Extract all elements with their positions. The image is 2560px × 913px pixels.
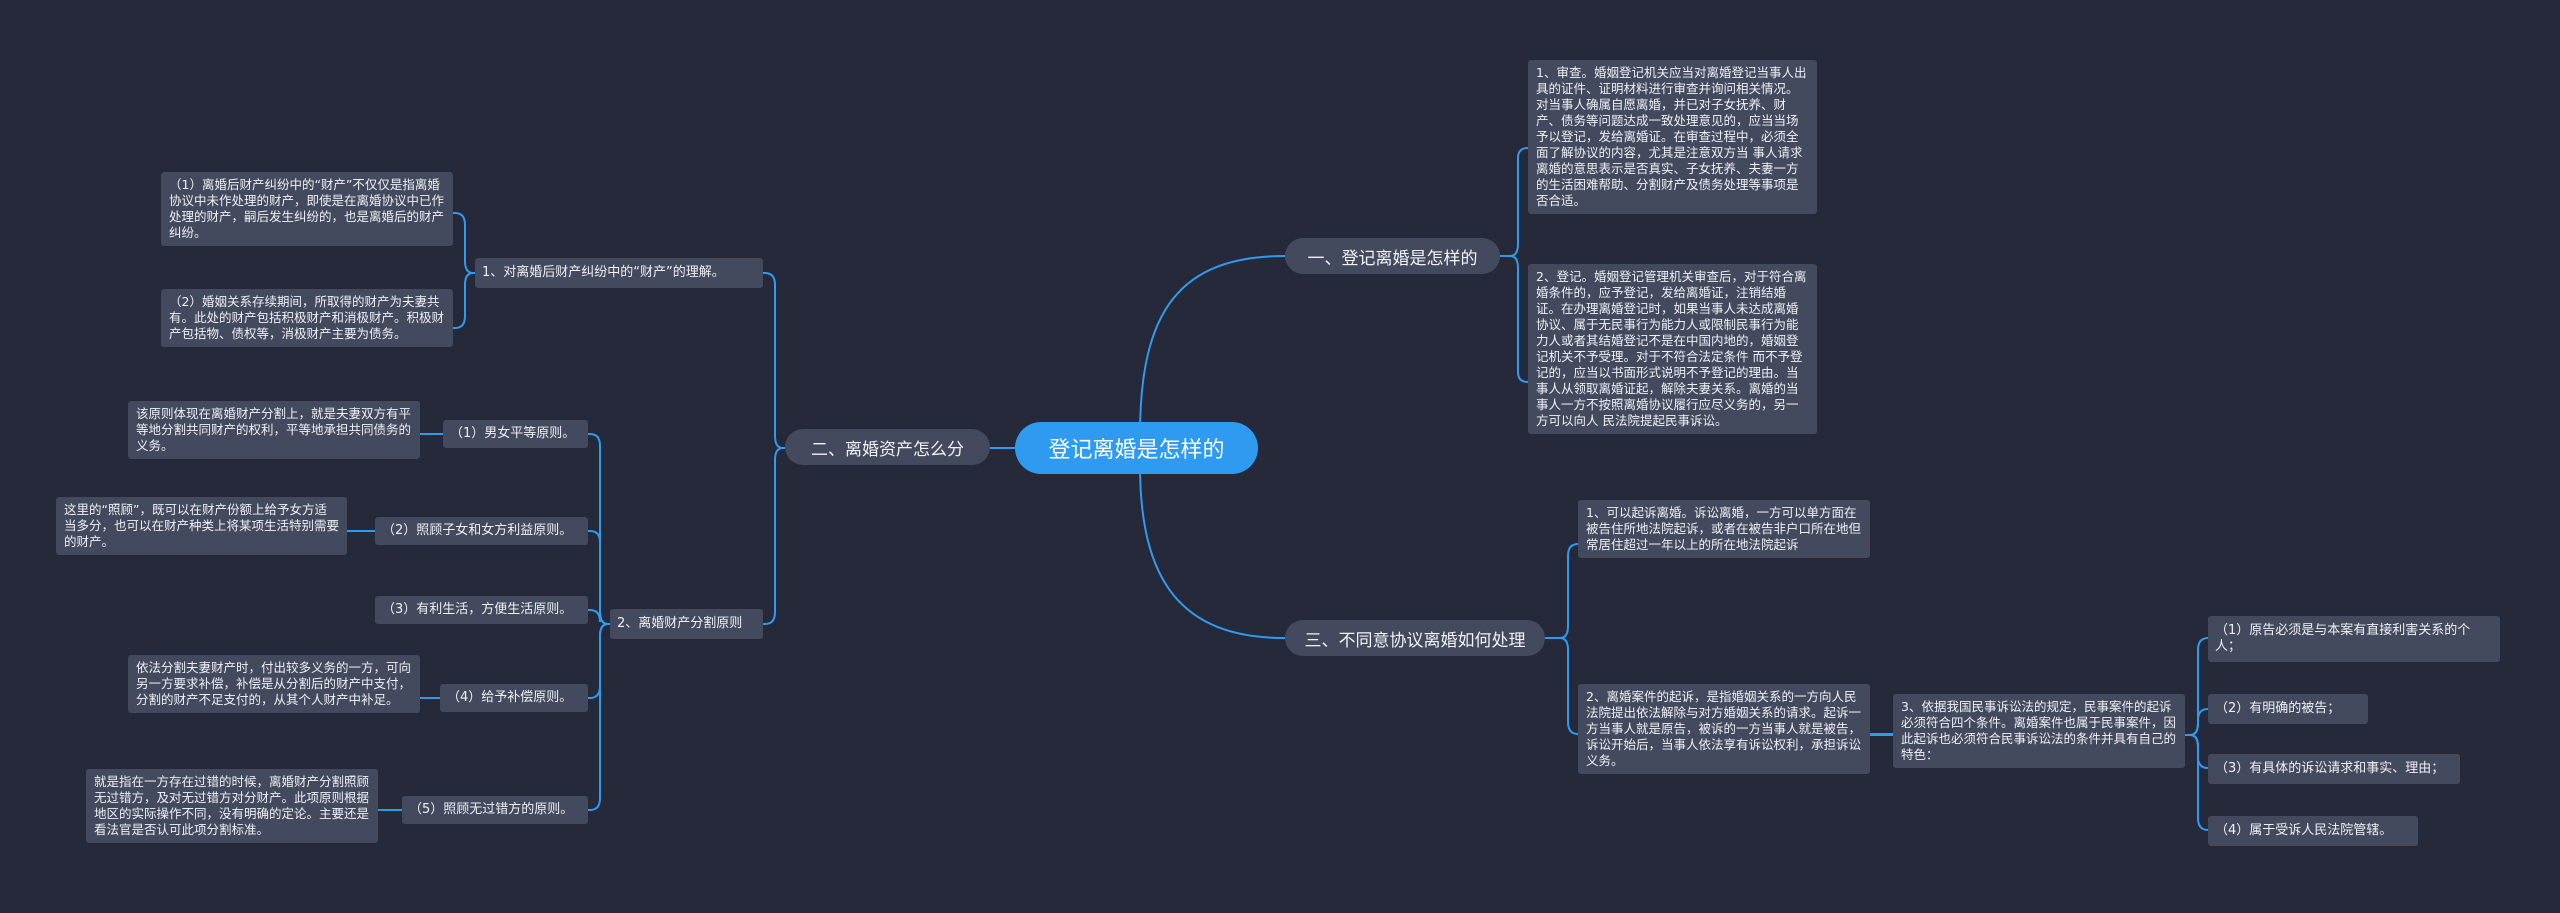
principle-convenience[interactable]: （3）有利生活，方便生活原则。: [375, 596, 588, 624]
register-step-review[interactable]: 1、审查。婚姻登记机关应当对离婚登记当事人出具的证件、证明材料进行审查并询问相关…: [1528, 60, 1817, 214]
register-step-registration[interactable]: 2、登记。婚姻登记管理机关审查后，对于符合离婚条件的，应予登记，发给离婚证，注销…: [1528, 264, 1817, 434]
link-sub1-item1: [452, 212, 476, 274]
condition-1[interactable]: （1）原告必须是与本案有直接利害关系的个人；: [2208, 616, 2500, 662]
principle-children-women[interactable]: （2）照顾子女和女方利益原则。: [375, 517, 588, 545]
link-cond-3: [2189, 734, 2211, 769]
condition-3[interactable]: （3）有具体的诉讼请求和事实、理由；: [2208, 754, 2460, 784]
link-right1-item2: [1499, 255, 1531, 383]
link-cond-4: [2189, 734, 2211, 831]
link-center-to-branch-right-2: [1139, 464, 1286, 639]
link-right2-item1: [1544, 543, 1581, 639]
principle-compensation[interactable]: （4）给予补偿原则。: [440, 684, 588, 712]
condition-2[interactable]: （2）有明确的被告；: [2208, 694, 2368, 724]
link-sub1-item2: [452, 272, 476, 329]
principle-compensation-desc[interactable]: 依法分割夫妻财产时，付出较多义务的一方，可向另一方要求补偿，补偿是从分割后的财产…: [128, 655, 420, 713]
condition-4[interactable]: （4）属于受诉人民法院管辖。: [2208, 816, 2418, 846]
principle-equality[interactable]: （1）男女平等原则。: [443, 420, 588, 448]
litigation-item-1[interactable]: 1、可以起诉离婚。诉讼离婚，一方可以单方面在被告住所地法院起诉，或者在被告非户口…: [1578, 500, 1870, 558]
link-left-sub1: [762, 272, 786, 449]
link-sub2-p3: [587, 609, 611, 625]
link-right1-item1: [1499, 147, 1531, 257]
branch-disagree-handling[interactable]: 三、不同意协议离婚如何处理: [1285, 620, 1545, 656]
property-understanding-item-1[interactable]: （1）离婚后财产纠纷中的“财产”不仅仅是指离婚协议中未作处理的财产，即使是在离婚…: [161, 172, 453, 246]
link-right2-item2: [1544, 637, 1581, 735]
center-topic[interactable]: 登记离婚是怎样的: [1015, 422, 1258, 474]
principle-children-women-desc[interactable]: 这里的“照顾”，既可以在财产份额上给予女方适当多分，也可以在财产种类上将某项生活…: [56, 497, 347, 555]
link-sub2-p5: [587, 623, 611, 811]
link-cond-2: [2189, 708, 2211, 736]
property-understanding-item-2[interactable]: （2）婚姻关系存续期间，所取得的财产为夫妻共有。此处的财产包括积极财产和消极财产…: [161, 289, 453, 347]
litigation-item-3[interactable]: 3、依据我国民事诉讼法的规定，民事案件的起诉必须符合四个条件。离婚案件也属于民事…: [1893, 694, 2185, 768]
principle-no-fault[interactable]: （5）照顾无过错方的原则。: [402, 796, 588, 824]
branch-asset-division[interactable]: 二、离婚资产怎么分: [785, 429, 990, 465]
link-center-to-branch-right-1: [1139, 255, 1286, 436]
litigation-item-2[interactable]: 2、离婚案件的起诉，是指婚姻关系的一方向人民法院提出依法解除与对方婚姻关系的请求…: [1578, 684, 1870, 774]
principle-equality-desc[interactable]: 该原则体现在离婚财产分割上，就是夫妻双方有平等地分割共同财产的权利，平等地承担共…: [128, 401, 420, 459]
branch-register-divorce[interactable]: 一、登记离婚是怎样的: [1285, 238, 1500, 274]
property-understanding[interactable]: 1、对离婚后财产纠纷中的“财产”的理解。: [475, 258, 763, 288]
division-principles[interactable]: 2、离婚财产分割原则: [610, 609, 763, 639]
principle-no-fault-desc[interactable]: 就是指在一方存在过错的时候，离婚财产分割照顾无过错方，及对无过错方对分财产。此项…: [86, 769, 378, 843]
link-left-sub2: [762, 447, 786, 625]
